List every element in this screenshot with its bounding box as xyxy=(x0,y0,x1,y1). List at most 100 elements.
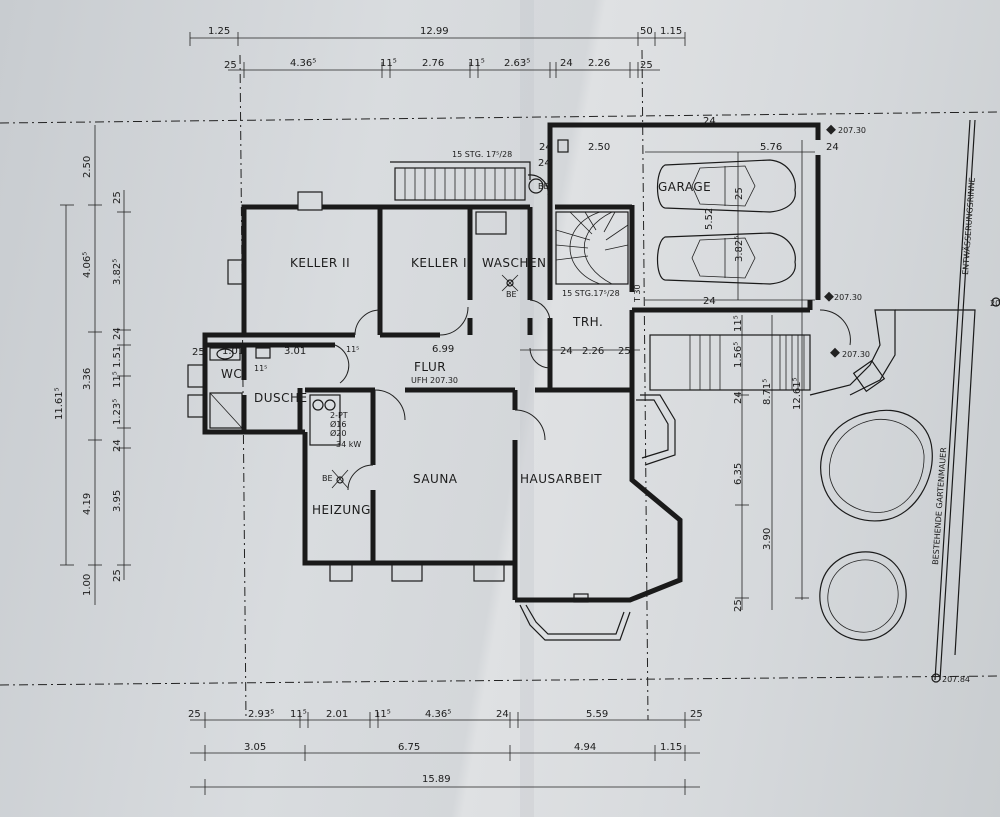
level-right-edge: 207.30 xyxy=(990,299,1000,308)
dim-left-o: 25 xyxy=(112,569,123,582)
dim-bottom-b: 2.93⁵ xyxy=(248,709,274,720)
room-wc: WC xyxy=(221,367,242,381)
dim-right-b: 1.56⁵ xyxy=(733,342,744,368)
boiler-label-2: Ø16 xyxy=(330,419,346,429)
dim-top-l: 2.26 xyxy=(588,58,610,69)
dim-inner-wc-a: 25 xyxy=(192,347,205,358)
room-hausarbeit: HAUSARBEIT xyxy=(520,472,602,486)
dimension-labels-bottom: 25 2.93⁵ 11⁵ 2.01 11⁵ 4.36⁵ 24 5.59 25 3… xyxy=(188,709,703,785)
dim-right-d: 8.71⁵ xyxy=(762,379,773,405)
stairs-top xyxy=(390,161,549,201)
room-flur-level: UFH 207.30 xyxy=(411,376,458,385)
boiler-label-4: 34 kW xyxy=(336,440,361,449)
room-labels: KELLER II KELLER I WASCHEN WC DUSCHE FLU… xyxy=(221,180,711,517)
dim-left-j: 1.23⁵ xyxy=(112,399,123,425)
dim-left-k: 24 xyxy=(112,439,123,452)
level-garden: 207.84 xyxy=(942,675,970,684)
car-1 xyxy=(656,159,796,213)
dim-top-a: 1.25 xyxy=(208,26,230,37)
dim-inner-flur-width: 6.99 xyxy=(432,344,454,355)
dim-inner-trh-c: 25 xyxy=(618,346,631,357)
dim-inner-garage-g: 5.52 xyxy=(704,208,715,230)
dim-bottom-f: 4.36⁵ xyxy=(425,709,451,720)
room-garage: GARAGE xyxy=(658,180,711,194)
dim-inner-wc-width: 3.01 xyxy=(284,346,306,357)
stairs-spiral xyxy=(555,211,629,285)
dim-inner-wc-c: 11⁵ xyxy=(254,364,267,373)
dim-bottom-e: 11⁵ xyxy=(374,709,391,720)
inner-dimension-labels: 25 1.01 3.01 11⁵ 11⁵ 6.99 24 2.26 25 24 … xyxy=(192,116,839,373)
dim-inner-garage-h: 3.82⁵ xyxy=(734,236,745,262)
room-treppenhaus: TRH. xyxy=(572,315,603,329)
tree-2 xyxy=(819,551,907,641)
dimension-labels-top: 1.25 12.99 50 1.15 25 4.36⁵ 11⁵ 2.76 11⁵… xyxy=(208,26,682,71)
boiler-label-3: Ø20 xyxy=(330,428,346,438)
garden xyxy=(819,119,976,681)
dim-inner-garage-a: 24 xyxy=(539,142,552,153)
dim-bottom-g: 24 xyxy=(496,709,509,720)
dim-inner-trh-a: 24 xyxy=(560,346,573,357)
be-label-top: BE xyxy=(538,182,549,191)
dim-inner-flur-c: 11⁵ xyxy=(346,345,359,354)
dim-left-l: 4.19 xyxy=(82,493,93,515)
dim-top-e: 25 xyxy=(224,60,237,71)
dim-bottom-k: 6.75 xyxy=(398,742,420,753)
dim-bottom-m: 1.15 xyxy=(660,742,682,753)
dim-top-f: 4.36⁵ xyxy=(290,58,316,69)
dim-left-f: 3.36 xyxy=(82,368,93,390)
dim-inner-keller-top: 24 xyxy=(538,158,551,169)
stairs-outside xyxy=(636,309,896,466)
fire-door-label: T 30 xyxy=(633,284,642,303)
dim-top-g: 11⁵ xyxy=(380,58,397,69)
dim-top-d: 1.15 xyxy=(660,26,682,37)
dim-bottom-a: 25 xyxy=(188,709,201,720)
dim-inner-garage-c: 5.76 xyxy=(760,142,782,153)
dim-right-e: 12.61⁵ xyxy=(792,377,803,410)
be-label-waschen: BE xyxy=(506,290,517,299)
door-swings xyxy=(334,299,851,491)
dim-bottom-total: 15.89 xyxy=(422,774,451,785)
dim-left-e: 24 xyxy=(112,327,123,340)
car-2 xyxy=(656,232,796,285)
dim-top-i: 11⁵ xyxy=(468,58,485,69)
level-markers xyxy=(824,124,1000,683)
dim-left-i: 11.61⁵ xyxy=(54,387,65,420)
dim-top-k: 24 xyxy=(560,58,573,69)
paper-fold xyxy=(520,0,534,817)
level-garage-bottom: 207.30 xyxy=(834,293,862,302)
dim-right-f: 6.35 xyxy=(733,463,744,485)
dim-top-m: 25 xyxy=(640,60,653,71)
dim-inner-garage-f: 24 xyxy=(703,296,716,307)
dim-inner-wc-b: 1.01 xyxy=(222,346,244,357)
dimension-lines-left xyxy=(60,125,131,605)
axis-lines xyxy=(0,49,1000,721)
dim-inner-garage-i: 25 xyxy=(734,187,745,200)
dim-left-h: 11⁵ xyxy=(112,371,123,388)
stair-top-label: 15 STG. 17⁵/28 xyxy=(452,150,512,159)
dim-inner-garage-e: 24 xyxy=(703,116,716,127)
dimension-lines-top xyxy=(189,32,686,78)
dim-top-h: 2.76 xyxy=(422,58,444,69)
level-garage-top: 207.30 xyxy=(838,126,866,135)
dim-bottom-c: 11⁵ xyxy=(290,709,307,720)
dim-bottom-l: 4.94 xyxy=(574,742,596,753)
dim-bottom-j: 3.05 xyxy=(244,742,266,753)
dim-right-a: 11⁵ xyxy=(733,315,744,332)
room-dusche: DUSCHE xyxy=(254,391,308,405)
dimension-labels-right: 11⁵ 1.56⁵ 24 8.71⁵ 12.61⁵ 6.35 3.90 25 xyxy=(733,315,803,612)
drain-label: ENTWÄSSERUNGSRINNE xyxy=(960,177,977,275)
tree-1 xyxy=(820,409,933,522)
level-entrance: 207.30 xyxy=(842,350,870,359)
dim-top-b: 12.99 xyxy=(420,26,449,37)
room-sauna: SAUNA xyxy=(413,472,458,486)
dim-left-g: 1.51 xyxy=(112,346,123,368)
dim-right-g: 3.90 xyxy=(762,528,773,550)
dim-inner-garage-b: 2.50 xyxy=(588,142,610,153)
dim-right-c: 24 xyxy=(733,391,744,404)
room-flur: FLUR xyxy=(414,360,446,374)
dim-top-c: 50 xyxy=(640,26,653,37)
boiler-label-1: 2-PT xyxy=(330,411,348,420)
dimension-lines-right xyxy=(520,140,815,610)
